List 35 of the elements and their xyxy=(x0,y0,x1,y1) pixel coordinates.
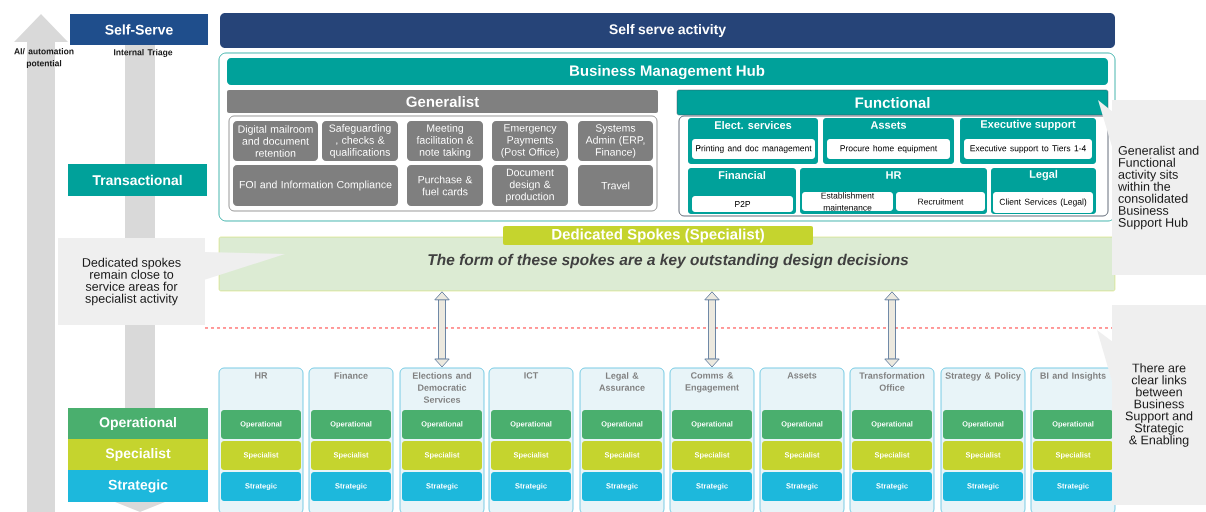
callout: Generalist and Functional activity sits within the consolidated Business Support Hub xyxy=(1098,100,1206,275)
activity-box: Printing and doc management xyxy=(692,139,815,159)
tier-box: Transactional xyxy=(68,164,207,196)
node-label: Client Services (Legal) xyxy=(999,198,1087,207)
activity-box: Recruitment xyxy=(896,192,985,211)
activity-box: Purchase & fuel cards xyxy=(407,165,483,206)
tier-box: Self-Serve xyxy=(70,14,208,45)
activity-box: Safeguarding , checks & qualifications xyxy=(322,121,398,161)
activity-box: Client Services (Legal) xyxy=(993,192,1093,213)
node-label: Functional xyxy=(855,96,930,108)
activity-box: Meeting facilitation & note taking xyxy=(407,121,483,161)
activity-box: Establishment maintenance xyxy=(802,192,893,211)
axis-label: AI/ automation potential xyxy=(14,48,74,68)
double-arrow xyxy=(434,291,450,368)
node-label: Recruitment xyxy=(918,198,964,205)
activity-box: Executive support to Tiers 1-4 xyxy=(964,139,1092,159)
activity-box: Systems Admin (ERP, Finance) xyxy=(578,121,653,161)
tier-box: Specialist xyxy=(68,439,208,470)
double-arrow xyxy=(884,291,900,368)
activity-box: P2P xyxy=(692,196,793,212)
node-label: Generalist xyxy=(406,95,480,107)
node-label: Establishment maintenance xyxy=(821,192,875,211)
activity-box: Document design & production xyxy=(492,165,568,206)
tier-box: Operational xyxy=(68,408,208,439)
spokes-panel: Dedicated Spokes (Specialist) The form of these spokes are a key outstanding design decisions xyxy=(218,226,1116,292)
activity-box: FOI and Information Compliance xyxy=(233,165,398,206)
double-arrow xyxy=(704,291,720,368)
node-label: P2P xyxy=(735,201,751,207)
activity-box: Digital mailroom and document retention xyxy=(233,121,318,161)
activity-box: Travel xyxy=(578,165,653,206)
tier-box: Strategic xyxy=(68,470,208,502)
header-bar: Self serve activity xyxy=(220,13,1115,48)
activity-box: Emergency Payments (Post Office) xyxy=(492,121,568,161)
callout: Dedicated spokes remain close to service areas for specialist activity xyxy=(58,238,285,325)
activity-box: Procure home equipment xyxy=(827,139,950,159)
